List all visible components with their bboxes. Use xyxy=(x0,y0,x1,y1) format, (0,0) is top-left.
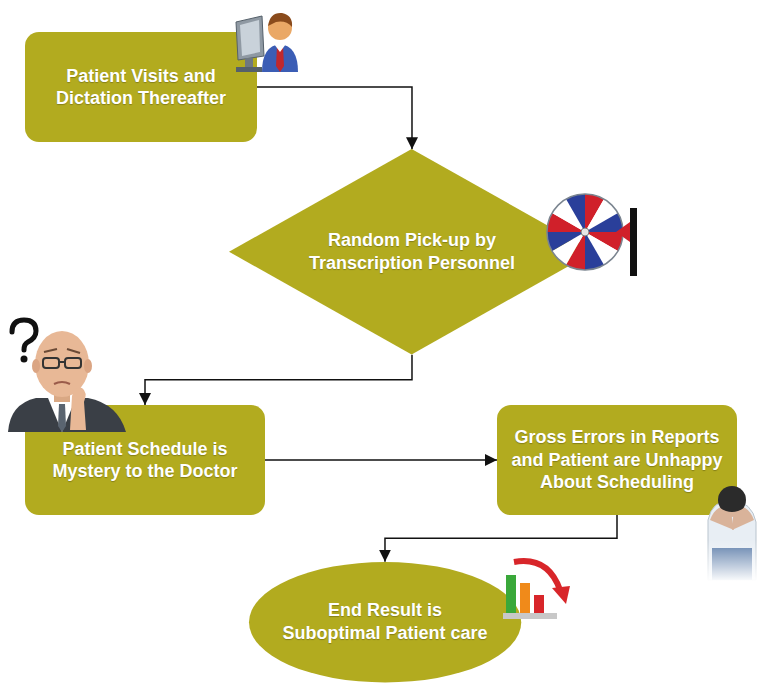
process-box: Gross Errors in Reports and Patient are … xyxy=(497,405,737,515)
computer-user-icon xyxy=(236,13,298,72)
puzzled-doctor-icon xyxy=(8,320,126,432)
flow-arrow xyxy=(265,459,497,461)
node-label: Patient Visits and Dictation Thereafter xyxy=(37,65,245,110)
diamond-outline xyxy=(229,149,594,354)
process-box: Patient Schedule is Mystery to the Docto… xyxy=(25,405,265,515)
ellipse-outline xyxy=(249,562,521,683)
node-label: Gross Errors in Reports and Patient are … xyxy=(509,426,725,494)
node-label: Patient Schedule is Mystery to the Docto… xyxy=(37,438,253,483)
flow-arrow xyxy=(257,87,412,149)
node-label: Random Pick-up by Transcription Personne… xyxy=(294,229,531,274)
spinning-wheel-icon xyxy=(547,194,637,276)
decision-diamond: Random Pick-up by Transcription Personne… xyxy=(229,149,594,354)
node-label: End Result is Suboptimal Patient care xyxy=(278,599,493,644)
sad-patient-icon xyxy=(700,486,762,582)
flow-arrow xyxy=(385,515,617,562)
terminal-ellipse: End Result is Suboptimal Patient care xyxy=(249,562,521,683)
flow-arrow xyxy=(145,355,412,405)
process-box: Patient Visits and Dictation Thereafter xyxy=(25,32,257,142)
declining-chart-icon xyxy=(503,561,570,619)
